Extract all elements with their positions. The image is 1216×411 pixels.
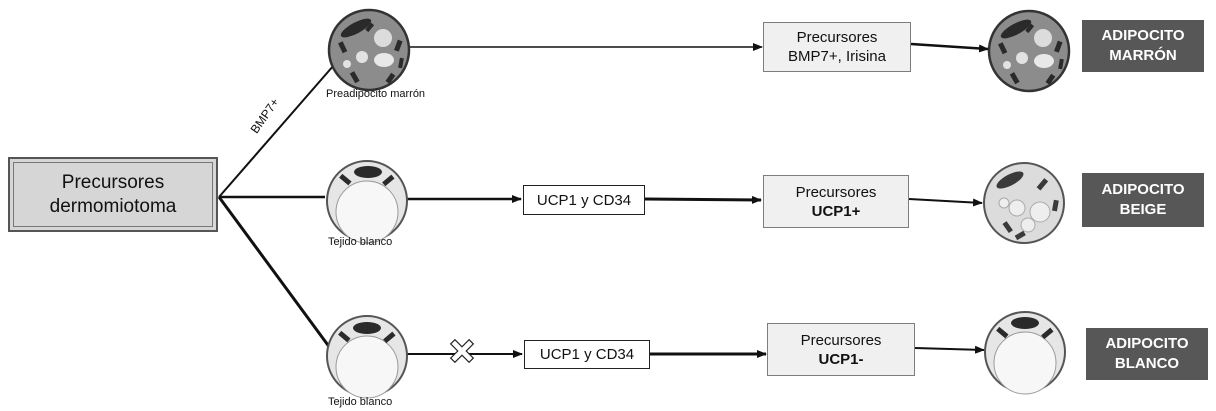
precursor-beige-line2: UCP1+ bbox=[811, 202, 861, 220]
precursor-box-brown: Precursores BMP7+, Irisina bbox=[763, 22, 911, 72]
white-adipocyte-cell-icon bbox=[984, 311, 1066, 395]
branch-line-brown bbox=[218, 64, 335, 198]
output-white-adipocyte: ADIPOCITO BLANCO bbox=[1086, 328, 1208, 380]
white-tissue-label-top: Tejido blanco bbox=[328, 236, 393, 248]
marker-box-white: UCP1 y CD34 bbox=[524, 340, 650, 369]
output-brown-line2: MARRÓN bbox=[1109, 47, 1177, 64]
precursor-beige-line1: Precursores bbox=[795, 183, 877, 201]
brown-preadipocyte-label: Preadipocito marrón bbox=[326, 88, 426, 100]
precursor-brown-line2: BMP7+, Irisina bbox=[788, 48, 886, 65]
white-tissue-cell-icon-top bbox=[326, 160, 408, 244]
output-brown-line1: ADIPOCITO bbox=[1101, 27, 1185, 44]
output-beige-line1: ADIPOCITO bbox=[1101, 181, 1185, 198]
output-brown-adipocyte: ADIPOCITO MARRÓN bbox=[1082, 20, 1204, 72]
arrow-brown-precursor-to-cell bbox=[910, 42, 989, 53]
precursor-box-white: Precursores UCP1- bbox=[767, 323, 915, 376]
marker-box-white-label: UCP1 y CD34 bbox=[539, 346, 635, 363]
arrow-beige-mid-to-precursor bbox=[644, 195, 762, 204]
cross-icon bbox=[449, 338, 475, 364]
source-box-inner-border bbox=[13, 162, 213, 227]
branch-line-white bbox=[217, 196, 335, 353]
white-tissue-label-bottom: Tejido blanco bbox=[328, 396, 393, 408]
precursor-white-line2: UCP1- bbox=[818, 350, 864, 368]
white-tissue-cell-icon-bottom bbox=[326, 315, 408, 399]
precursor-box-beige: Precursores UCP1+ bbox=[763, 175, 909, 228]
arrow-beige-precursor-to-cell bbox=[908, 198, 983, 207]
output-beige-line2: BEIGE bbox=[1119, 201, 1167, 218]
source-precursor-box: Precursores dermomiotoma bbox=[8, 157, 218, 232]
arrow-white-precursor-to-cell bbox=[914, 345, 985, 354]
output-white-line1: ADIPOCITO bbox=[1105, 335, 1189, 352]
beige-adipocyte-cell-icon bbox=[983, 162, 1065, 244]
marker-box-beige-label: UCP1 y CD34 bbox=[536, 191, 632, 209]
precursor-white-line1: Precursores bbox=[800, 331, 882, 349]
source-label-line2: dermomiotoma bbox=[49, 195, 177, 217]
marker-box-beige: UCP1 y CD34 bbox=[523, 185, 645, 215]
source-label-line1: Precursores bbox=[61, 171, 165, 193]
brown-adipocyte-cell-icon bbox=[987, 9, 1071, 93]
output-white-line2: BLANCO bbox=[1114, 355, 1180, 372]
precursor-brown-line1: Precursores bbox=[796, 29, 878, 46]
brown-preadipocyte-cell-icon bbox=[327, 8, 411, 92]
output-beige-adipocyte: ADIPOCITO BEIGE bbox=[1082, 173, 1204, 227]
